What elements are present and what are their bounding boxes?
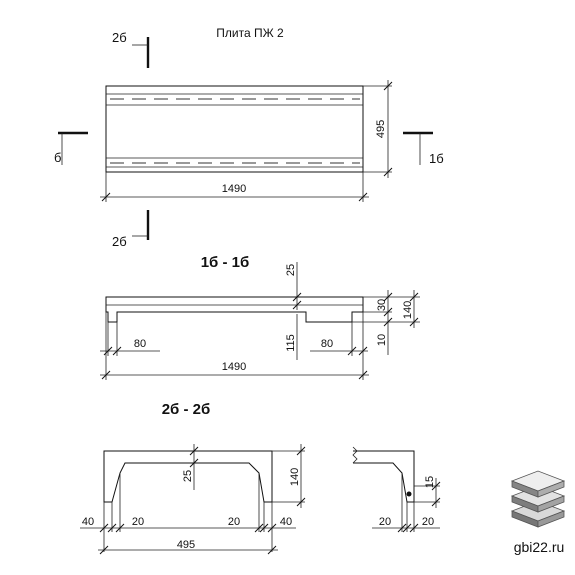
cut-marker-1b-left: б [54, 131, 88, 165]
plan-view: 1490 495 [100, 80, 393, 202]
cut-marker-1b-right-label: 1б [429, 151, 444, 166]
section-1b-view: 25 115 30 140 10 80 80 [100, 262, 420, 380]
section-2b-dim-140: 140 [289, 468, 301, 486]
watermark-logo-icon: gbi22.ru [510, 470, 566, 555]
section-2b-dim-40-right: 40 [280, 516, 292, 528]
detail-break-line [352, 446, 358, 464]
section-2b-view: 25 140 40 20 20 40 495 [80, 444, 306, 555]
cut-marker-2b-top: 2б [112, 30, 150, 68]
section-1b-dim-30: 30 [376, 299, 388, 311]
section-2b-dim-25: 25 [182, 470, 194, 482]
section-2b-title: 2б - 2б [162, 401, 211, 418]
plan-outline [105, 85, 364, 173]
cut-marker-1b-left-label: б [54, 150, 61, 165]
detail-dim-15: 15 [424, 476, 436, 488]
detail-dim-20-left: 20 [379, 516, 391, 528]
section-1b-dim-115: 115 [285, 334, 297, 352]
cut-marker-2b-bottom: 2б [112, 210, 150, 249]
section-2b-dim-20-right: 20 [228, 516, 240, 528]
section-1b-title: 1б - 1б [201, 254, 250, 271]
cut-marker-2b-bottom-label: 2б [112, 234, 127, 249]
cut-marker-2b-top-label: 2б [112, 30, 127, 45]
section-2b-dim-40-left: 40 [82, 516, 94, 528]
section-1b-dim-10: 10 [376, 334, 388, 346]
section-1b-dim-length: 1490 [222, 361, 246, 373]
watermark-text: gbi22.ru [514, 539, 565, 555]
section-1b-dim-80-right: 80 [321, 338, 333, 350]
section-1b-dim-80-left: 80 [134, 338, 146, 350]
section-1b-dim-140: 140 [402, 301, 414, 319]
section-2b-dim-width: 495 [177, 539, 195, 551]
plan-length-dimension: 1490 [100, 172, 369, 202]
drawing-title: Плита ПЖ 2 [216, 26, 284, 40]
plan-width-dimension: 495 [363, 80, 393, 178]
plan-length-label: 1490 [222, 183, 246, 195]
section-1b-outline [105, 296, 364, 323]
section-1b-dim-25: 25 [285, 264, 297, 276]
slab-stack-icon [510, 470, 566, 528]
detail-point [406, 491, 412, 497]
cut-marker-1b-right: 1б [403, 131, 444, 166]
section-2b-outline [103, 450, 273, 503]
detail-dim-20-right: 20 [422, 516, 434, 528]
plan-width-label: 495 [375, 120, 387, 138]
detail-outline [353, 450, 415, 503]
section-2b-dim-20-left: 20 [132, 516, 144, 528]
detail-view: 15 20 20 [352, 446, 441, 533]
